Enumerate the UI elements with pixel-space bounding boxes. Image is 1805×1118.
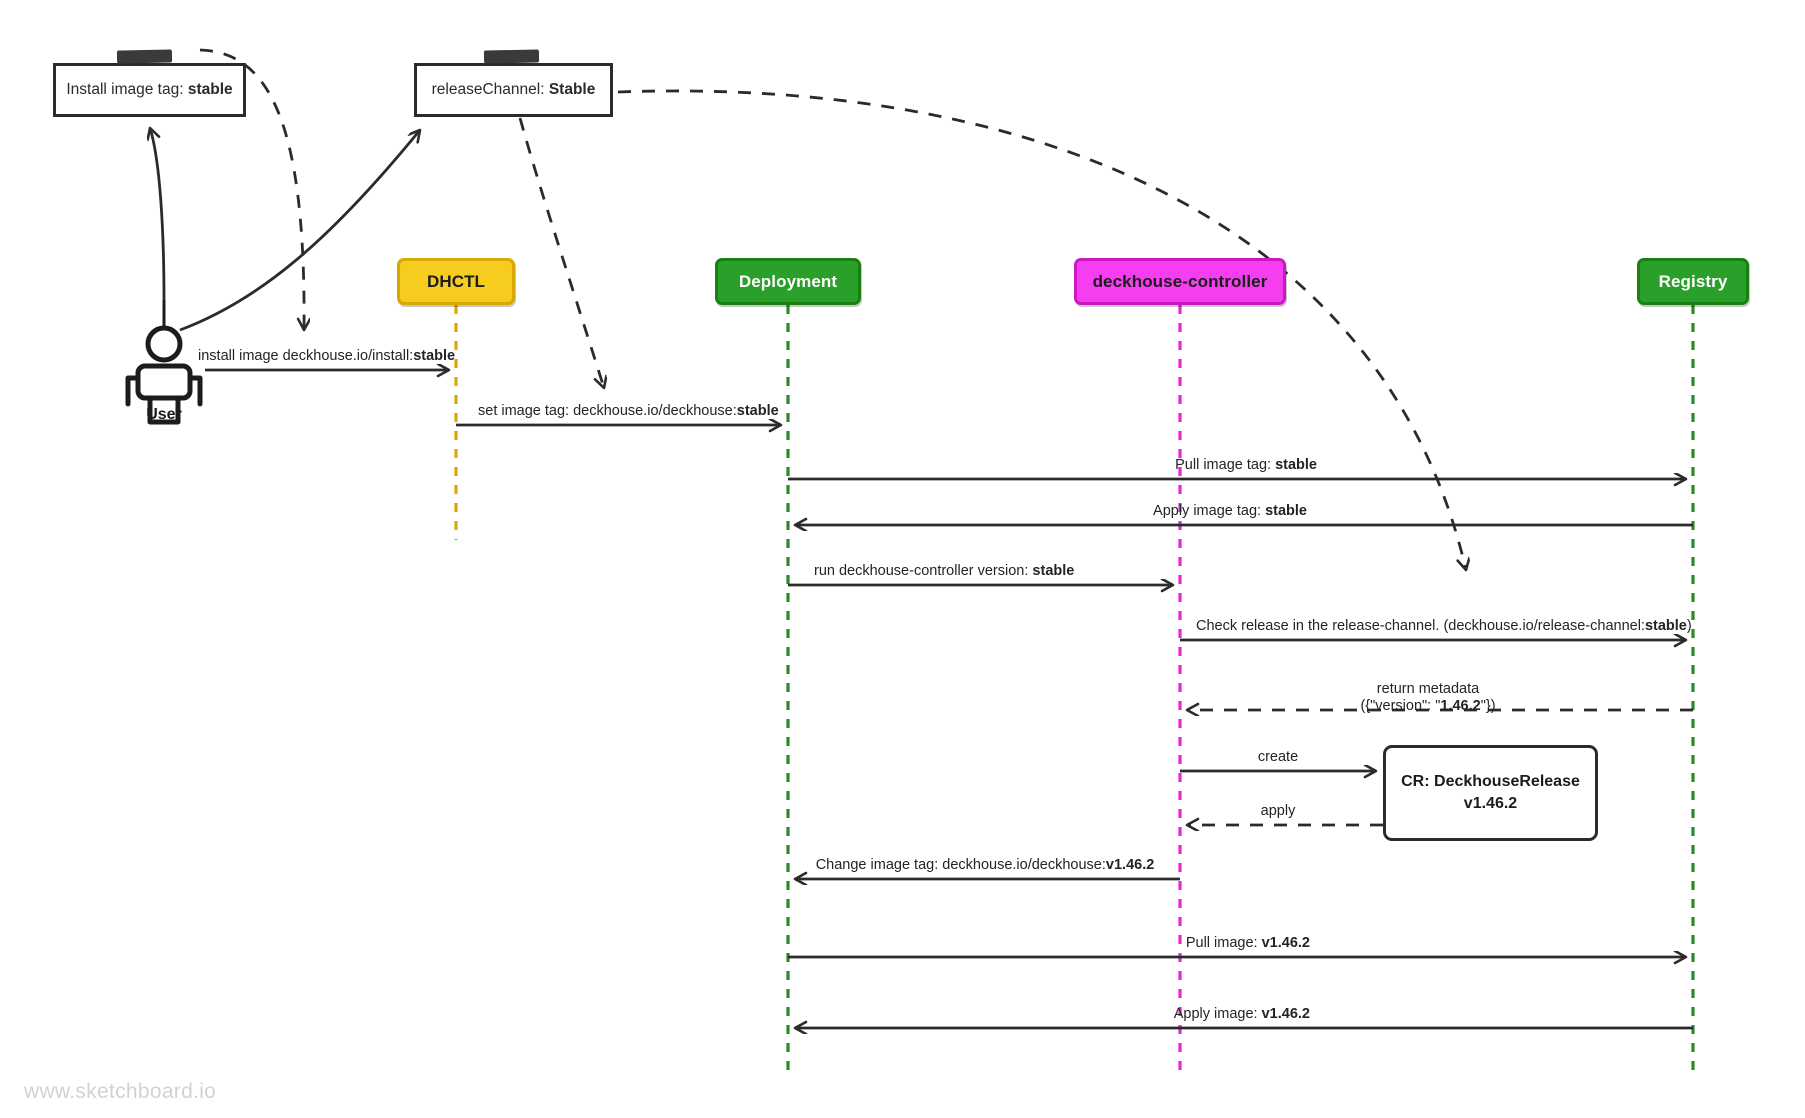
- message-label-set-image-tag: set image tag: deckhouse.io/deckhouse:st…: [478, 403, 779, 419]
- note-release-channel[interactable]: releaseChannel: Stable: [414, 63, 613, 117]
- return-metadata-line1: return metadata: [1376, 681, 1480, 697]
- note-clip-icon: [483, 49, 540, 64]
- participant-registry[interactable]: Registry: [1637, 258, 1749, 305]
- message-label-pull-image-tag: Pull image tag: stable: [1175, 457, 1317, 473]
- conn-actor-to-channel-note: [179, 130, 420, 332]
- object-box-line1: CR: DeckhouseRelease: [1401, 773, 1580, 791]
- conn-channel-note-to-m2: [518, 117, 604, 388]
- participant-deployment[interactable]: Deployment: [715, 258, 861, 305]
- message-label-apply-cr: apply: [1260, 803, 1296, 819]
- object-box-deckhouse-release[interactable]: CR: DeckhouseRelease v1.46.2: [1383, 745, 1598, 841]
- participant-deckhouse-controller-label: deckhouse-controller: [1092, 271, 1268, 291]
- conn-install-note-to-m1: [199, 48, 304, 330]
- object-box-line2: v1.46.2: [1463, 795, 1518, 812]
- message-label-check-release: Check release in the release-channel. (d…: [1196, 618, 1692, 634]
- message-label-create: create: [1257, 749, 1299, 765]
- return-metadata-line2: ({"version": "1.46.2"}): [1360, 698, 1496, 715]
- participant-dhctl[interactable]: DHCTL: [397, 258, 515, 305]
- participant-dhctl-label: DHCTL: [426, 271, 486, 291]
- message-label-apply-image-tag: Apply image tag: stable: [1153, 503, 1307, 519]
- conn-channel-note-to-m6: [617, 89, 1466, 570]
- note-install-image-tag-text: Install image tag: stable: [66, 81, 233, 98]
- message-label-apply-image-version: Apply image: v1.46.2: [1173, 1006, 1310, 1022]
- participant-registry-label: Registry: [1658, 271, 1728, 291]
- note-clip-icon: [116, 49, 173, 64]
- message-label-run-controller: run deckhouse-controller version: stable: [814, 563, 1075, 579]
- note-install-image-tag[interactable]: Install image tag: stable: [53, 63, 246, 117]
- actor-label-user: User: [146, 406, 182, 423]
- note-release-channel-text: releaseChannel: Stable: [431, 81, 596, 98]
- participant-deckhouse-controller[interactable]: deckhouse-controller: [1074, 258, 1286, 305]
- message-label-install-image: install image deckhouse.io/install:stabl…: [198, 348, 456, 364]
- conn-actor-to-install-note: [150, 128, 166, 301]
- message-label-change-image-tag: Change image tag: deckhouse.io/deckhouse…: [815, 857, 1155, 873]
- message-label-return-metadata: return metadata ({"version": "1.46.2"}): [1360, 681, 1495, 716]
- participant-deployment-label: Deployment: [738, 271, 838, 291]
- watermark-sketchboard: www.sketchboard.io: [24, 1080, 217, 1103]
- message-label-pull-image-version: Pull image: v1.46.2: [1185, 935, 1310, 951]
